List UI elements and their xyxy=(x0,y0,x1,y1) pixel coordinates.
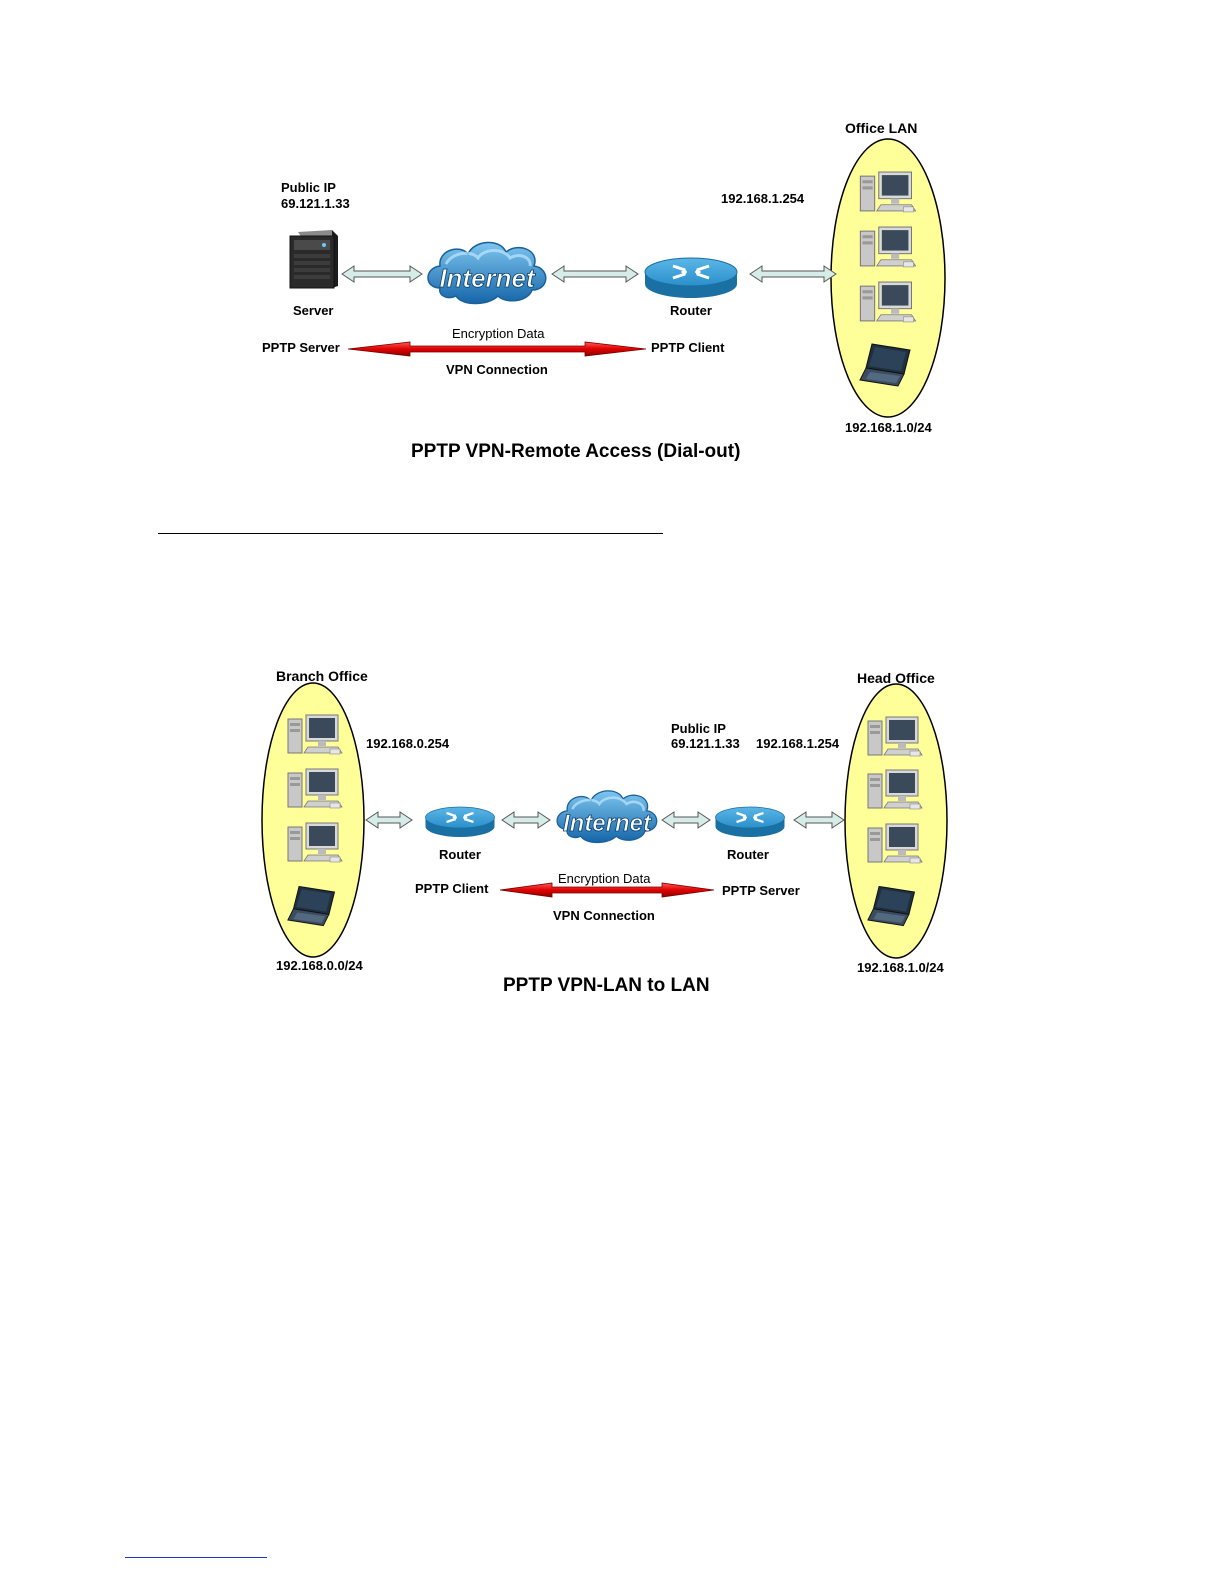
internet-label: Internet xyxy=(563,810,652,837)
vpn-arrow-icon xyxy=(347,341,647,357)
diagram-remote-access-graphics: Internet xyxy=(289,138,946,418)
link-arrow-icon xyxy=(749,265,837,283)
public-ip-value: 69.121.1.33 xyxy=(281,196,350,211)
link-arrow-icon xyxy=(793,811,845,829)
pptp-server-label: PPTP Server xyxy=(722,883,800,898)
link-arrow-icon xyxy=(341,265,423,283)
pc-icon xyxy=(867,823,923,864)
right-router-label: Router xyxy=(727,847,769,862)
encryption-data-label: Encryption Data xyxy=(558,871,651,886)
diagram-lan-to-lan-graphics: Internet xyxy=(261,682,948,959)
office-lan-ellipse xyxy=(830,138,946,418)
lan-subnet-label: 192.168.1.0/24 xyxy=(845,420,932,435)
router-ip-label: 192.168.1.254 xyxy=(721,191,805,206)
left-router-label: Router xyxy=(439,847,481,862)
public-ip-label: Public IP xyxy=(281,180,336,195)
router-icon xyxy=(714,805,786,839)
pptp-client-label: PPTP Client xyxy=(415,881,489,896)
pptp-server-label: PPTP Server xyxy=(262,340,340,355)
pc-icon xyxy=(867,769,923,810)
head-office-label: Head Office xyxy=(857,670,935,686)
branch-subnet-label: 192.168.0.0/24 xyxy=(276,958,363,973)
vpn-connection-label: VPN Connection xyxy=(553,908,655,923)
vpn-arrow-icon xyxy=(499,882,715,898)
pc-icon xyxy=(287,714,343,755)
pc-icon xyxy=(287,822,343,863)
office-lan-label: Office LAN xyxy=(845,120,918,136)
link-arrow-icon xyxy=(501,811,551,829)
separator-line xyxy=(158,533,663,534)
diagram-remote-access: Internet Office LAN Public IP 69.121.1.3… xyxy=(0,0,1224,480)
link-arrow-icon xyxy=(365,811,413,829)
diagram-lan-to-lan: Internet Branch Office Head Office 192.1… xyxy=(261,668,948,996)
diagram-caption: PPTP VPN-Remote Access (Dial-out) xyxy=(411,441,741,462)
router-label: Router xyxy=(670,303,712,318)
pc-icon xyxy=(867,716,923,757)
internet-label: Internet xyxy=(439,263,536,293)
public-ip-value: 69.121.1.33 xyxy=(671,736,740,751)
head-subnet-label: 192.168.1.0/24 xyxy=(857,960,944,975)
head-router-ip-label: 192.168.1.254 xyxy=(756,736,840,751)
pc-icon xyxy=(287,768,343,809)
branch-router-ip-label: 192.168.0.254 xyxy=(366,736,450,751)
encryption-data-label: Encryption Data xyxy=(452,326,545,341)
footnote-separator xyxy=(125,1557,267,1558)
router-icon xyxy=(424,805,496,839)
link-arrow-icon xyxy=(551,265,639,283)
branch-office-label: Branch Office xyxy=(276,668,368,684)
diagram-caption: PPTP VPN-LAN to LAN xyxy=(503,975,710,996)
vpn-connection-label: VPN Connection xyxy=(446,362,548,377)
pptp-client-label: PPTP Client xyxy=(651,340,725,355)
server-label: Server xyxy=(293,303,334,318)
link-arrow-icon xyxy=(661,811,711,829)
public-ip-label: Public IP xyxy=(671,721,726,736)
